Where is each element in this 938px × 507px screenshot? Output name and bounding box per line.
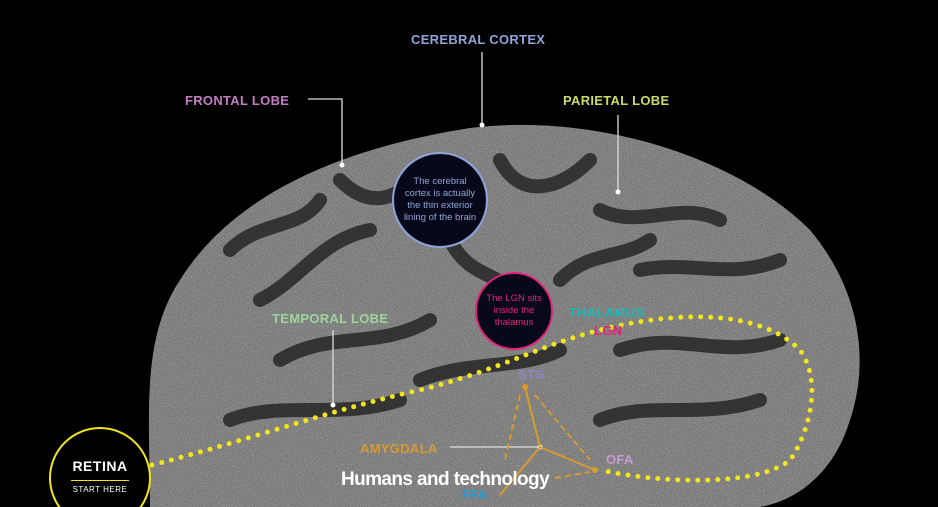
label-temporal-lobe: TEMPORAL LOBE — [272, 311, 389, 326]
leader-lines — [308, 52, 619, 448]
cortex-note-bubble: The cerebral cortex is actually the thin… — [392, 152, 488, 248]
label-thalamus: THALAMUS — [569, 305, 645, 320]
label-cerebral-cortex: CEREBRAL CORTEX — [411, 32, 546, 47]
label-parietal-lobe: PARIETAL LOBE — [563, 93, 670, 108]
retina-title: RETINA — [72, 458, 128, 474]
label-lgn: LGN — [594, 323, 623, 338]
visual-pathway-dotted-line — [149, 314, 815, 483]
label-amygdala: AMYGDALA — [360, 441, 438, 456]
retina-circle — [49, 427, 151, 507]
cortex-note-text: The cerebral cortex is actually the thin… — [403, 176, 477, 223]
retina-marker: RETINA START HERE — [50, 458, 150, 494]
caption-title: Humans and technology — [341, 469, 550, 490]
label-frontal-lobe: FRONTAL LOBE — [185, 93, 290, 108]
retina-divider — [71, 480, 129, 481]
label-ofa: OFA — [606, 452, 634, 467]
retina-subtitle: START HERE — [72, 485, 128, 494]
face-network-arrows — [499, 386, 596, 496]
lgn-note-bubble: The LGN sits inside the thalamus — [475, 272, 553, 350]
lgn-note-text: The LGN sits inside the thalamus — [486, 293, 542, 328]
label-ffa: FFA — [462, 487, 488, 502]
label-sts: STS — [518, 367, 545, 382]
